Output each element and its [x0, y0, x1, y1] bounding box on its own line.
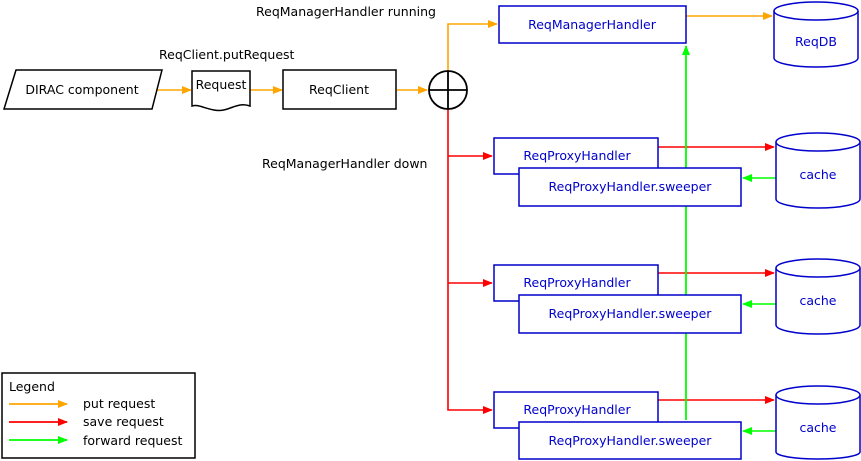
- proxy-sweeper-3-label: ReqProxyHandler.sweeper: [549, 433, 713, 448]
- down-label: ReqManagerHandler down: [262, 156, 427, 171]
- proxy-handler-2-label: ReqProxyHandler: [523, 275, 631, 290]
- request-node: Request: [191, 70, 251, 112]
- put-request-edges: [152, 12, 773, 94]
- forward-request-edges: [682, 45, 776, 435]
- proxy-group-3: ReqProxyHandler ReqProxyHandler.sweeper …: [493, 385, 861, 460]
- edge-switch-to-manager: [447, 20, 498, 72]
- reqclient-label: ReqClient: [309, 82, 369, 97]
- proxy-group-2: ReqProxyHandler ReqProxyHandler.sweeper …: [493, 258, 861, 335]
- proxy-sweeper-2-box: [518, 294, 742, 334]
- reqdb-node: ReqDB: [773, 1, 859, 68]
- dirac-component-node: DIRAC component: [2, 69, 163, 110]
- legend-put-label: put request: [83, 396, 155, 411]
- cache-3-body: [775, 395, 861, 460]
- cache-1-body: [775, 142, 861, 209]
- legend-box: [1, 372, 196, 459]
- legend-forward-label: forward request: [83, 433, 183, 448]
- legend-title: Legend: [9, 379, 55, 394]
- putrequest-label: ReqClient.putRequest: [159, 47, 295, 62]
- dirac-component-label: DIRAC component: [25, 82, 138, 97]
- cache-2-label: cache: [799, 293, 836, 308]
- legend: Legend put request save request forward …: [1, 372, 196, 459]
- cache-3-label: cache: [799, 420, 836, 435]
- edge-switch-down-trunk: [447, 108, 493, 414]
- proxy-handler-3-label: ReqProxyHandler: [523, 402, 631, 417]
- switch-node: [428, 70, 468, 110]
- save-request-edges: [447, 108, 775, 414]
- proxy-sweeper-1-box: [518, 167, 742, 207]
- proxy-sweeper-3-box: [518, 421, 742, 460]
- cache-2-body: [775, 268, 861, 335]
- reqmanagerhandler-label: ReqManagerHandler: [528, 17, 657, 32]
- proxy-group-1: ReqProxyHandler ReqProxyHandler.sweeper …: [493, 132, 861, 209]
- reqdb-label: ReqDB: [795, 34, 837, 49]
- request-label: Request: [196, 77, 247, 92]
- proxy-handler-1-label: ReqProxyHandler: [523, 148, 631, 163]
- running-label: ReqManagerHandler running: [256, 4, 436, 19]
- legend-save-label: save request: [83, 414, 164, 429]
- proxy-sweeper-1-label: ReqProxyHandler.sweeper: [549, 179, 713, 194]
- reqclient-node: ReqClient: [282, 69, 397, 110]
- proxy-sweeper-2-label: ReqProxyHandler.sweeper: [549, 306, 713, 321]
- cache-1-label: cache: [799, 167, 836, 182]
- reqmanagerhandler-node: ReqManagerHandler: [498, 5, 687, 44]
